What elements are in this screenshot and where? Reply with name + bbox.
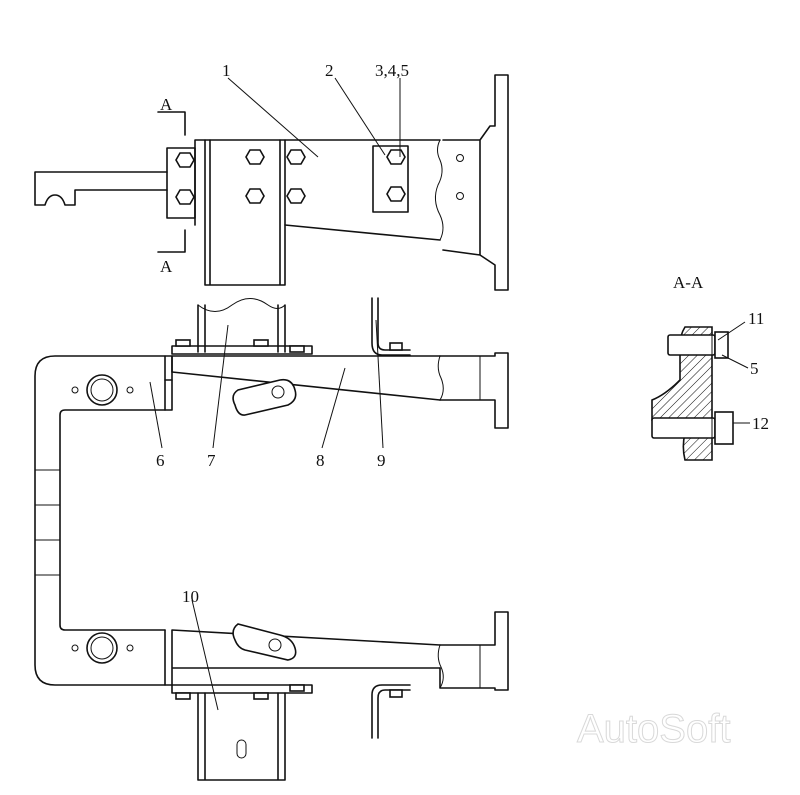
lower-latch	[232, 623, 297, 661]
section-marker-bottom	[157, 229, 186, 253]
callout-8: 8	[316, 451, 325, 470]
watermark: AutoSoft	[577, 707, 730, 751]
u-frame	[34, 355, 166, 686]
upper-latch	[232, 378, 297, 416]
callout-12: 12	[752, 414, 769, 433]
callout-11: 11	[748, 309, 764, 328]
section-a-a	[651, 321, 750, 461]
section-marker-top	[157, 111, 186, 136]
callout-3-4-5: 3,4,5	[375, 61, 409, 80]
section-label-bottom: A	[160, 257, 173, 276]
beam-outline	[194, 139, 441, 241]
section-title: A-A	[673, 273, 704, 292]
callout-1: 1	[222, 61, 231, 80]
callout-2: 2	[325, 61, 334, 80]
section-label-top: A	[160, 95, 173, 114]
top-view	[34, 74, 509, 291]
callout-7: 7	[207, 451, 216, 470]
callout-6: 6	[156, 451, 165, 470]
square-channel	[204, 139, 286, 286]
callout-10: 10	[182, 587, 199, 606]
plate-2	[372, 145, 409, 213]
callout-9: 9	[377, 451, 386, 470]
upper-beam	[171, 355, 441, 401]
leader-lines	[149, 77, 401, 711]
end-flange	[442, 74, 509, 291]
callout-5: 5	[750, 359, 759, 378]
lower-beam	[164, 629, 441, 686]
hook-bar	[34, 171, 168, 206]
side-view	[34, 297, 509, 781]
